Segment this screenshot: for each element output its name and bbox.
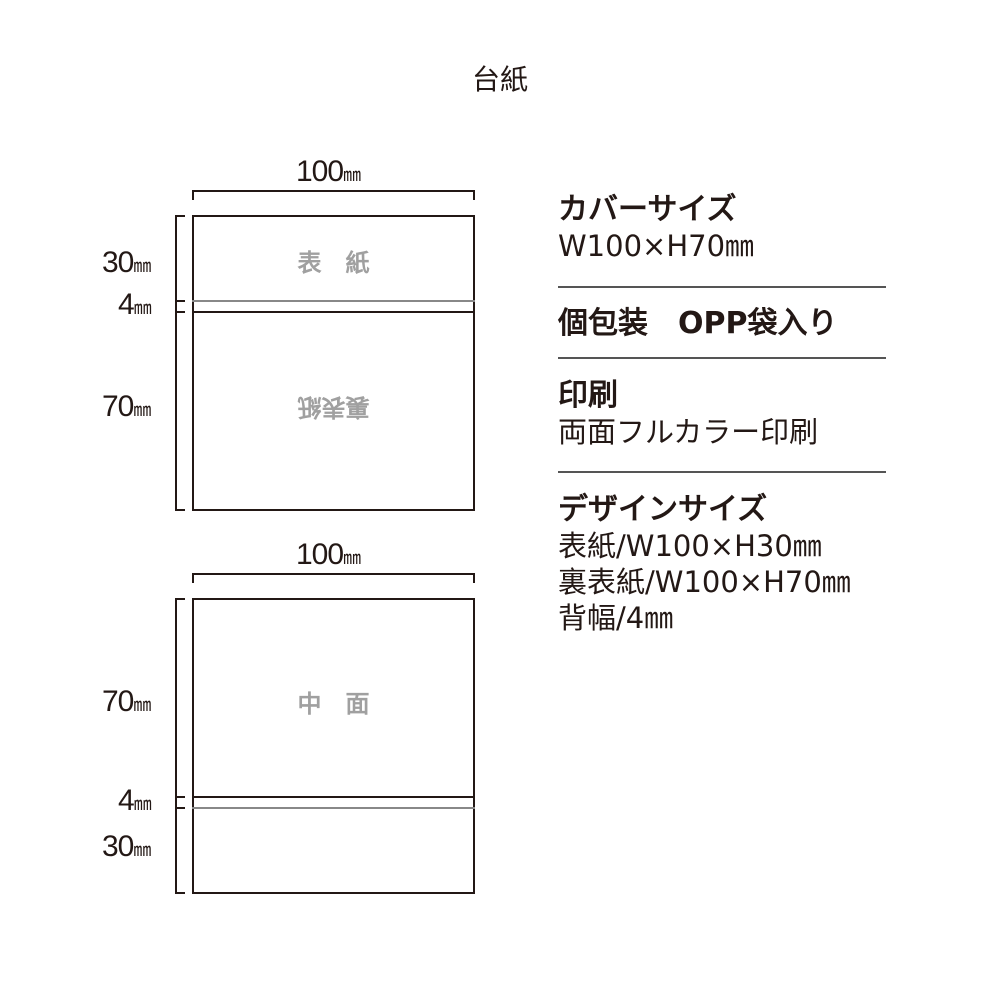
- bracket-end: [192, 190, 194, 200]
- bracket-tick: [175, 892, 185, 894]
- back-cover-label: 裏表紙: [297, 393, 370, 421]
- bracket-end: [473, 573, 475, 583]
- spine-bottom-line: [192, 311, 475, 313]
- bracket-tick: [175, 215, 185, 217]
- height-bracket: [175, 598, 177, 894]
- spec-heading: デザインサイズ: [558, 492, 768, 527]
- width-bracket: [192, 573, 475, 575]
- cover-box: [192, 215, 475, 511]
- spec-design-size: デザインサイズ 表紙/W100×H30㎜ 裏表紙/W100×H70㎜ 背幅/4㎜: [558, 492, 886, 636]
- bracket-tick: [175, 796, 185, 798]
- height-bracket: [175, 215, 177, 511]
- divider: [558, 471, 886, 473]
- spine-top-line: [192, 796, 475, 798]
- spine-bottom-line: [192, 807, 475, 809]
- inner-width-label: 100㎜: [296, 538, 361, 571]
- bracket-tick: [175, 311, 185, 313]
- spec-line: 表紙/W100×H30㎜: [558, 529, 822, 563]
- inner-label: 中 面: [297, 690, 370, 718]
- spec-line: 両面フルカラー印刷: [558, 415, 819, 449]
- spec-cover-size: カバーサイズ W100×H70㎜: [558, 192, 886, 264]
- width-bracket: [192, 190, 475, 192]
- divider: [558, 286, 886, 288]
- bracket-tick: [175, 300, 185, 302]
- divider: [558, 357, 886, 359]
- front-cover-label: 表 紙: [297, 249, 370, 277]
- spec-heading: 個包装 OPP袋入り: [558, 306, 838, 341]
- inner-box: [192, 598, 475, 894]
- back-height-label: 70㎜: [102, 390, 151, 423]
- spine-height-label: 4㎜: [118, 784, 152, 817]
- spec-packaging: 個包装 OPP袋入り: [558, 306, 886, 342]
- spec-line: 背幅/4㎜: [558, 601, 674, 635]
- spec-heading: カバーサイズ: [558, 192, 737, 227]
- bracket-tick: [175, 807, 185, 809]
- spec-printing: 印刷 両面フルカラー印刷: [558, 378, 886, 450]
- bracket-end: [473, 190, 475, 200]
- bracket-end: [192, 573, 194, 583]
- bracket-tick: [175, 509, 185, 511]
- flap-height-label: 30㎜: [102, 830, 151, 863]
- spec-line: W100×H70㎜: [558, 229, 755, 263]
- page-title: 台紙: [471, 63, 528, 96]
- bracket-tick: [175, 598, 185, 600]
- spec-line: 裏表紙/W100×H70㎜: [558, 565, 851, 599]
- cover-width-label: 100㎜: [296, 155, 361, 188]
- inner-height-label: 70㎜: [102, 685, 151, 718]
- spine-top-line: [192, 300, 475, 302]
- front-height-label: 30㎜: [102, 246, 151, 279]
- spine-height-label: 4㎜: [118, 288, 152, 321]
- spec-heading: 印刷: [558, 378, 618, 413]
